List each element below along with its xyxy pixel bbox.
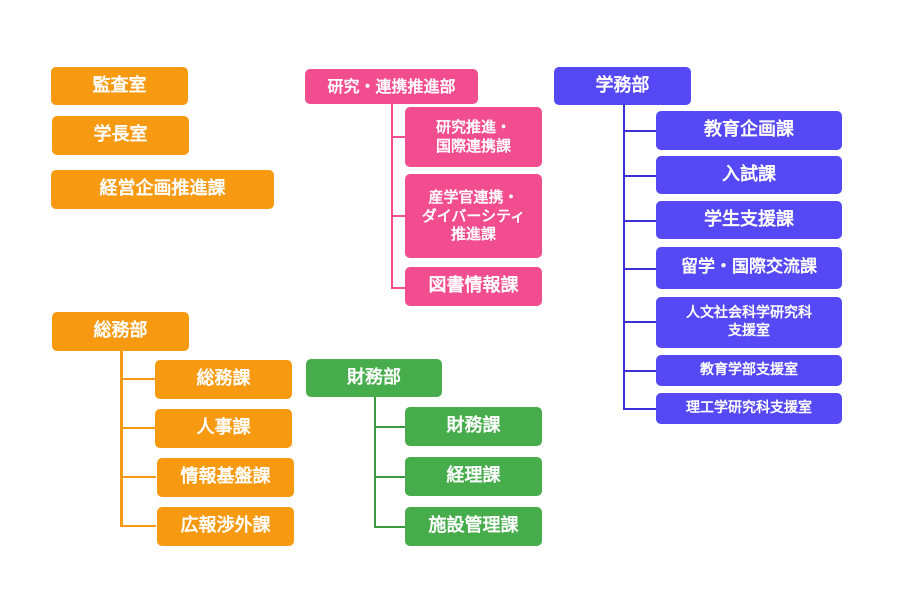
finance-trunk-line	[374, 397, 376, 527]
general-affairs-branch-line	[120, 427, 156, 429]
student-support-section-box: 学生支援課	[656, 201, 842, 239]
general-affairs-section-box: 総務課	[155, 360, 292, 399]
general-affairs-trunk-line	[120, 351, 123, 527]
personnel-section-box: 人事課	[155, 409, 292, 448]
general-affairs-dept-box: 総務部	[52, 312, 189, 351]
audit-office-box: 監査室	[51, 67, 188, 105]
international-exchange-section-box: 留学・国際交流課	[656, 247, 842, 289]
science-engineering-support-office-box: 理工学研究科支援室	[656, 393, 842, 424]
academic-affairs-branch-line	[623, 130, 657, 132]
library-section-box: 図書情報課	[405, 267, 542, 306]
research-branch-line	[391, 136, 406, 138]
facilities-section-box: 施設管理課	[405, 507, 542, 546]
research-trunk-line	[391, 104, 393, 289]
education-planning-section-box: 教育企画課	[656, 111, 842, 150]
finance-dept-box: 財務部	[306, 359, 442, 397]
research-promotion-section-box: 研究推進・ 国際連携課	[405, 107, 542, 167]
humanities-support-office-box: 人文社会科学研究科 支援室	[656, 297, 842, 348]
research-branch-line	[391, 215, 406, 217]
academic-affairs-branch-line	[623, 321, 657, 323]
general-affairs-branch-line	[120, 378, 156, 380]
academic-affairs-branch-line	[623, 220, 657, 222]
academic-affairs-branch-line	[623, 175, 657, 177]
finance-branch-line	[374, 526, 406, 528]
research-dept-box: 研究・連携推進部	[305, 69, 478, 104]
academic-affairs-branch-line	[623, 370, 657, 372]
academic-affairs-trunk-line	[623, 104, 625, 410]
education-faculty-support-office-box: 教育学部支援室	[656, 355, 842, 386]
finance-branch-line	[374, 426, 406, 428]
academic-affairs-branch-line	[623, 268, 657, 270]
finance-section-box: 財務課	[405, 407, 542, 446]
info-infrastructure-section-box: 情報基盤課	[157, 458, 294, 497]
research-branch-line	[391, 287, 406, 289]
academic-affairs-dept-box: 学務部	[554, 67, 691, 105]
academic-affairs-branch-line	[623, 408, 657, 410]
industry-collab-section-box: 産学官連携・ ダイバーシティ 推進課	[405, 174, 542, 258]
finance-branch-line	[374, 476, 406, 478]
general-affairs-branch-line	[120, 476, 156, 478]
admissions-section-box: 入試課	[656, 156, 842, 194]
accounting-section-box: 経理課	[405, 457, 542, 496]
general-affairs-branch-line	[120, 525, 156, 527]
president-office-box: 学長室	[52, 116, 189, 155]
planning-section-box: 経営企画推進課	[51, 170, 274, 209]
public-relations-section-box: 広報渉外課	[157, 507, 294, 546]
